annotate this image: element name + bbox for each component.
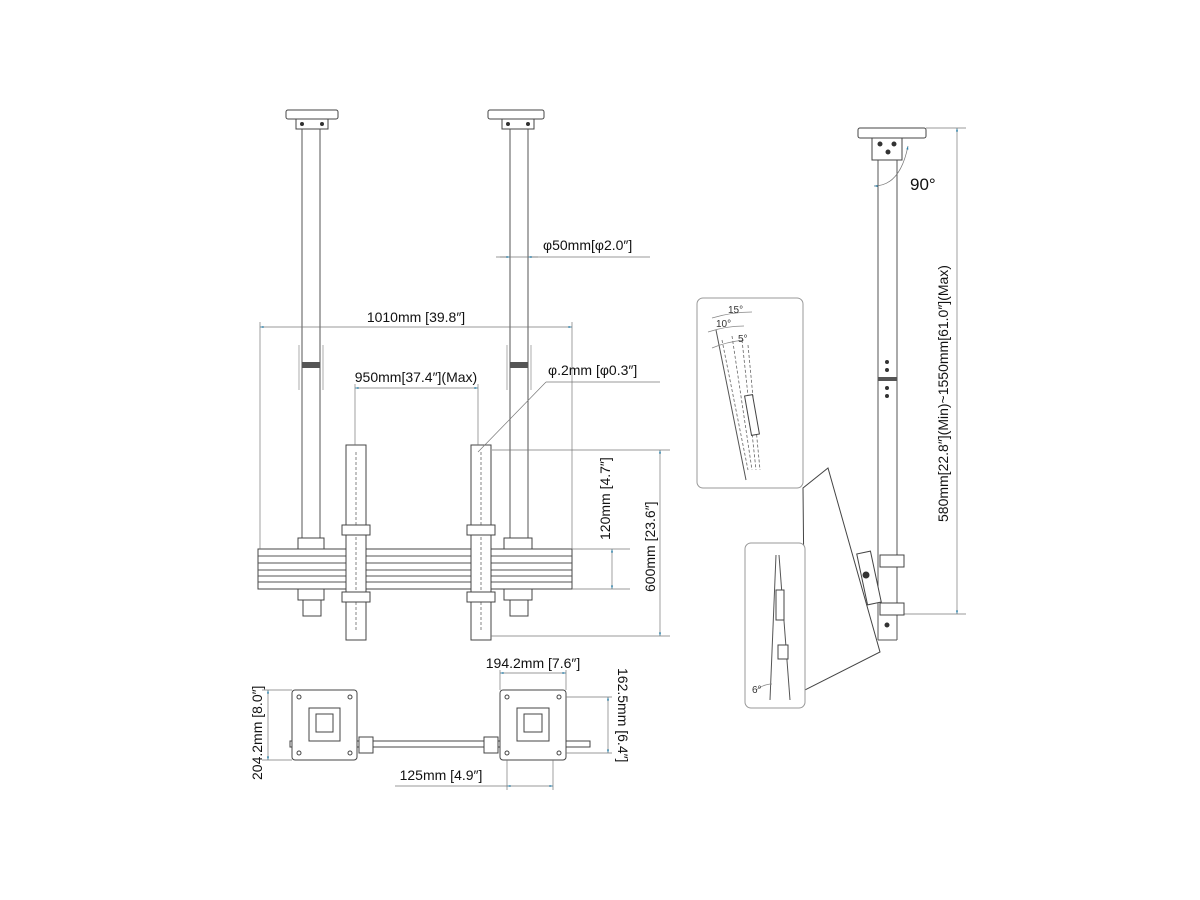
pole-left xyxy=(298,129,324,540)
dim-rail-offset: 120mm [4.7″] xyxy=(492,449,670,590)
side-view: 90° 580mm[22.8″](Min)~1550mm[61.0″](Max) xyxy=(696,127,966,709)
side-pole xyxy=(877,160,898,641)
inset-tilt-down: 6° xyxy=(744,542,806,709)
dim-label: 194.2mm [7.6″] xyxy=(486,655,580,671)
dim-arm-spacing: 950mm[37.4″](Max) xyxy=(354,369,479,445)
tilt-angle-15: 15° xyxy=(728,305,743,316)
bottom-plate-left xyxy=(291,689,358,761)
dim-hole-spacing: 125mm [4.9″] xyxy=(395,760,554,790)
side-ceiling-plate xyxy=(857,127,927,161)
dim-plate-height-right: 162.5mm [6.4″] xyxy=(566,668,631,762)
dim-label: 125mm [4.9″] xyxy=(400,767,483,783)
dim-plate-height-left: 204.2mm [8.0″] xyxy=(249,686,292,780)
dim-label: 580mm[22.8″](Min)~1550mm[61.0″](Max) xyxy=(935,265,951,522)
ceiling-plate-right xyxy=(487,109,545,130)
ceiling-plate-left xyxy=(285,109,339,130)
front-view: 1010mm [39.8″] φ50mm[φ2.0″] 950mm[37.4″]… xyxy=(257,109,670,641)
lower-bracket-left xyxy=(297,587,325,617)
dim-hole-diameter: φ.2mm [φ0.3″] xyxy=(477,362,660,453)
bottom-view: 194.2mm [7.6″] 204.2mm [8.0″] 162.5mm [6… xyxy=(249,655,631,790)
dim-label: 1010mm [39.8″] xyxy=(367,309,465,325)
rotation-label: 90° xyxy=(910,175,936,194)
pole-right xyxy=(506,129,532,540)
rotation-arc xyxy=(873,145,909,188)
tilt-angle-6: 6° xyxy=(752,685,762,696)
clamp-top-right xyxy=(503,537,533,551)
vertical-arm-right xyxy=(466,444,496,641)
vertical-arm-left xyxy=(341,444,371,641)
dim-label: φ50mm[φ2.0″] xyxy=(543,237,632,253)
dim-overall-width: 1010mm [39.8″] xyxy=(259,309,573,549)
dim-label: 120mm [4.7″] xyxy=(597,457,613,540)
bottom-rail xyxy=(289,740,591,748)
dim-arm-height: 600mm [23.6″] xyxy=(491,450,670,637)
clamp-top-left xyxy=(297,537,325,551)
lower-bracket-right xyxy=(503,587,533,617)
tilt-angle-10: 10° xyxy=(716,319,731,330)
dim-label: 600mm [23.6″] xyxy=(642,501,658,592)
tilt-angle-5: 5° xyxy=(738,334,748,345)
dim-plate-width: 194.2mm [7.6″] xyxy=(486,655,580,690)
horizontal-rail xyxy=(257,548,573,590)
bottom-clamp-right xyxy=(483,736,499,754)
dim-pole-diameter: φ50mm[φ2.0″] xyxy=(496,237,650,259)
inset-tilt-up: 15° 10° 5° xyxy=(696,297,804,489)
dim-label: 204.2mm [8.0″] xyxy=(249,686,265,780)
dim-label: 162.5mm [6.4″] xyxy=(615,668,631,762)
tilt-bracket xyxy=(856,550,905,616)
bottom-clamp-left xyxy=(358,736,374,754)
dim-label: 950mm[37.4″](Max) xyxy=(355,369,477,385)
dim-height-range: 580mm[22.8″](Min)~1550mm[61.0″](Max) xyxy=(900,127,966,615)
bottom-plate-right xyxy=(499,689,567,761)
dim-label: φ.2mm [φ0.3″] xyxy=(548,362,637,378)
